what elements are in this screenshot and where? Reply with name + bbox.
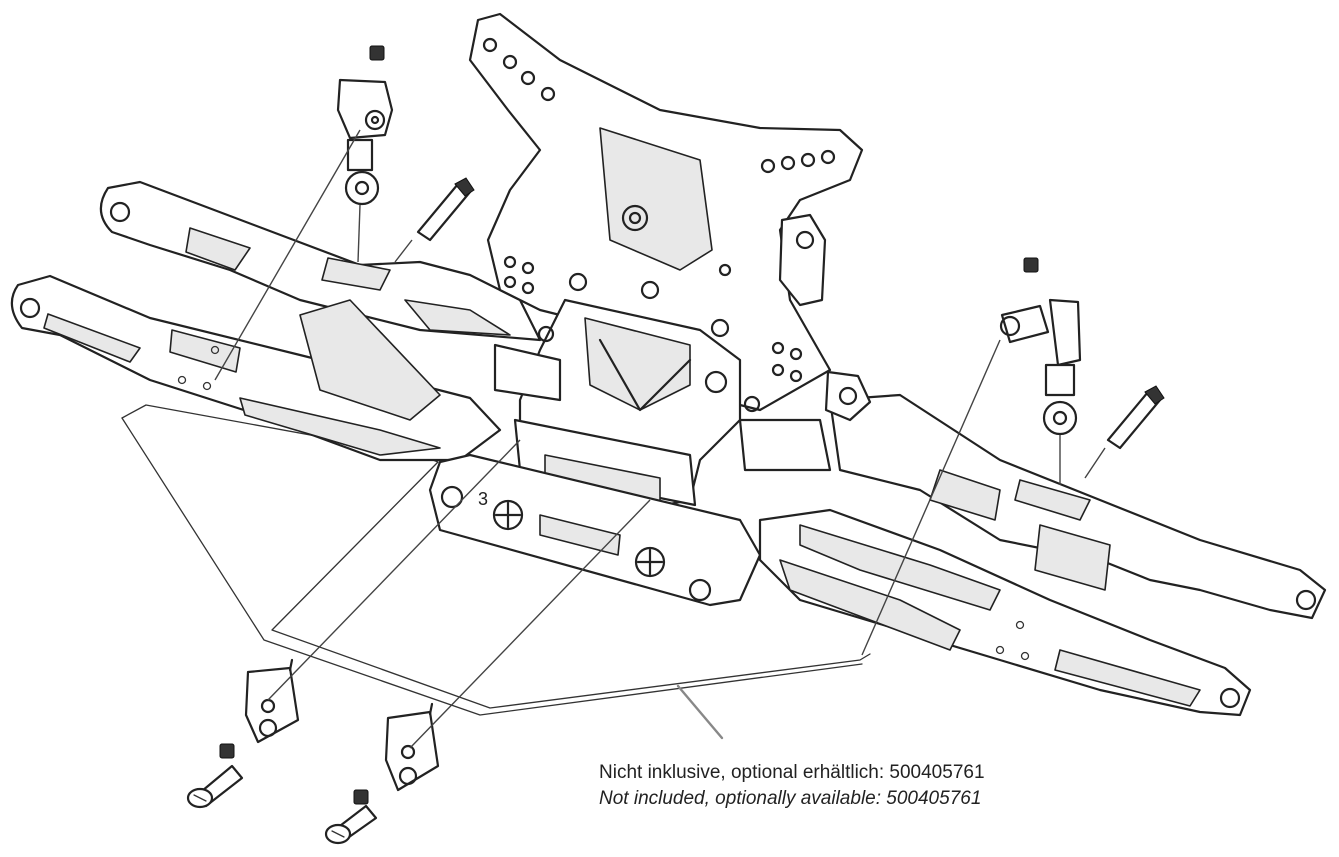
left-rod-end-assembly	[214, 45, 394, 381]
optional-mount-block-right	[324, 499, 651, 845]
availability-note-german: Nicht inklusive, optional erhältlich: 50…	[599, 762, 985, 783]
availability-note: Nicht inklusive, optional erhältlich: 50…	[599, 760, 985, 812]
left-rear-suspension-arm	[99, 180, 542, 342]
optional-mount-block-left	[186, 439, 521, 809]
note-callout-line	[676, 684, 724, 740]
availability-note-english: Not included, optionally available: 5004…	[599, 788, 982, 809]
gearbox-housing	[493, 298, 832, 512]
arm-mount-bar: 3	[428, 453, 762, 607]
arm-marker-label: 3	[478, 489, 488, 509]
left-front-suspension-arm	[10, 274, 502, 462]
right-rod-end-assembly	[861, 257, 1082, 656]
optional-skid-plate-outline	[121, 404, 871, 716]
left-long-screw	[394, 177, 475, 263]
right-shock-mount	[778, 213, 872, 422]
right-long-screw	[1084, 385, 1165, 479]
right-rear-suspension-arm	[828, 393, 1327, 620]
